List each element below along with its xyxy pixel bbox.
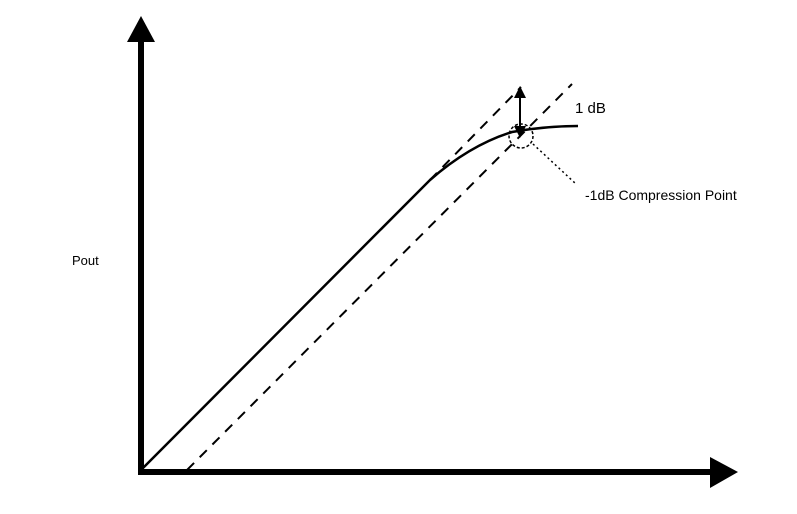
y-axis-arrowhead bbox=[127, 16, 155, 42]
pout-curve bbox=[140, 124, 579, 471]
gain-drop-label: 1 dB bbox=[575, 100, 606, 117]
offset-reference-line bbox=[186, 83, 573, 471]
ideal-linear-extension bbox=[429, 86, 522, 181]
y-axis-label: Pout bbox=[72, 253, 99, 268]
compression-point-leader bbox=[532, 143, 577, 185]
x-axis-arrowhead bbox=[710, 457, 738, 488]
compression-point-label: -1dB Compression Point bbox=[585, 187, 737, 203]
compression-point-circle bbox=[508, 123, 534, 149]
